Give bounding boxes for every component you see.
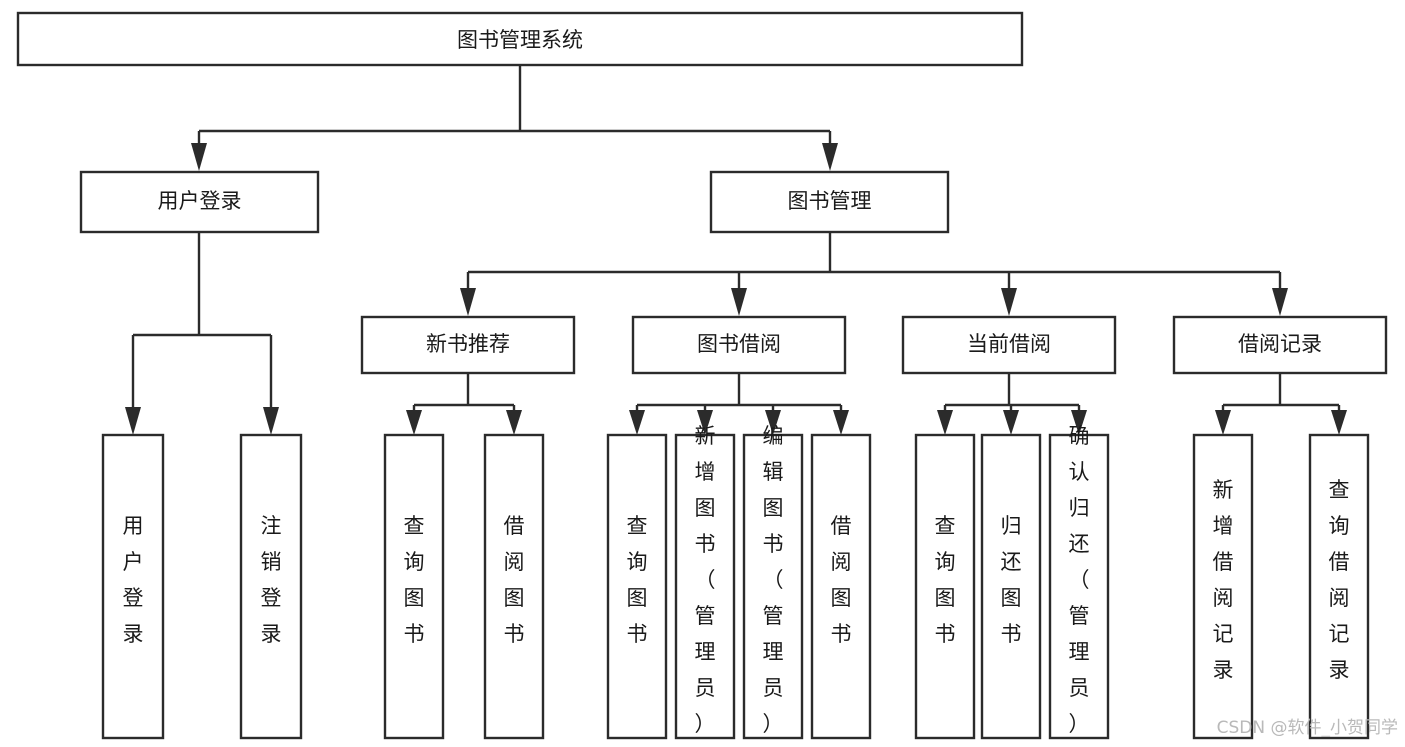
leaf-node-add-record-label: 新增借阅记录 — [1213, 478, 1234, 682]
leaf-node-return-book[interactable]: 归还图书 — [980, 433, 1042, 740]
connector-current-borrow-to-leaves — [937, 373, 1087, 435]
arrow-head-leaf-borrow-book-2 — [833, 410, 849, 435]
arrow-head-borrow-record — [1272, 288, 1288, 316]
leaf-node-query-book-3[interactable]: 查询图书 — [914, 433, 976, 740]
leaf-node-add-record-box[interactable] — [1192, 433, 1254, 740]
leaf-node-user-login[interactable]: 用户登录 — [101, 433, 165, 740]
leaf-node-query-record-label: 查询借阅记录 — [1329, 478, 1350, 682]
node-book-manage-box[interactable] — [709, 170, 950, 234]
arrow-head-leaf-query-book-2 — [629, 410, 645, 435]
csdn-watermark: CSDN @软件_小贺同学 — [1217, 718, 1398, 738]
connector-book-borrow-to-leaves — [629, 373, 849, 435]
node-borrow-record-box[interactable] — [1172, 315, 1388, 375]
leaf-node-confirm-return-box[interactable] — [1048, 433, 1110, 740]
arrow-head-leaf-query-book-1 — [406, 410, 422, 435]
leaf-node-edit-book-box[interactable] — [742, 433, 804, 740]
connector-new-book-recommend-to-leaves — [406, 373, 522, 435]
arrow-head-leaf-edit-book — [765, 410, 781, 435]
leaf-node-borrow-book-2-label: 借阅图书 — [831, 514, 852, 646]
node-root-label: 图书管理系统 — [457, 28, 583, 52]
arrow-head-new-book-recommend — [460, 288, 476, 316]
connector-borrow-record-to-leaves — [1215, 373, 1347, 435]
node-current-borrow-box[interactable] — [901, 315, 1117, 375]
node-user-login-box[interactable] — [79, 170, 320, 234]
leaf-node-query-book-1[interactable]: 查询图书 — [383, 433, 445, 740]
leaf-node-add-record[interactable]: 新增借阅记录 — [1192, 433, 1254, 740]
arrow-head-leaf-confirm-return — [1071, 410, 1087, 435]
leaf-node-query-book-2-label: 查询图书 — [627, 514, 648, 646]
leaf-node-user-logout-label: 注销登录 — [261, 514, 282, 646]
leaf-node-query-record[interactable]: 查询借阅记录 — [1308, 433, 1370, 740]
leaf-node-borrow-book-2-box[interactable] — [810, 433, 872, 740]
node-current-borrow-label: 当前借阅 — [967, 332, 1051, 356]
leaf-node-borrow-book-1-label: 借阅图书 — [504, 514, 525, 646]
connector-root-to-level2 — [191, 65, 838, 171]
arrow-head-leaf-add-record — [1215, 410, 1231, 435]
node-book-borrow[interactable]: 图书借阅 — [631, 315, 847, 375]
leaf-node-user-logout[interactable]: 注销登录 — [239, 433, 303, 740]
node-new-book-recommend-label: 新书推荐 — [426, 332, 510, 356]
node-new-book-recommend-box[interactable] — [360, 315, 576, 375]
leaf-node-edit-book[interactable]: 编辑图书（管理员） — [742, 424, 804, 740]
leaf-node-query-book-3-box[interactable] — [914, 433, 976, 740]
leaf-node-add-book[interactable]: 新增图书（管理员） — [674, 424, 736, 740]
leaf-node-query-book-3-label: 查询图书 — [935, 514, 956, 646]
leaf-node-confirm-return-label: 确认归还（管理员） — [1069, 424, 1090, 736]
arrow-head-user-login — [191, 143, 207, 171]
leaf-node-user-login-label: 用户登录 — [123, 514, 144, 646]
arrow-head-leaf-query-book-3 — [937, 410, 953, 435]
leaf-node-borrow-book-1-box[interactable] — [483, 433, 545, 740]
arrow-head-book-manage — [822, 143, 838, 171]
node-book-borrow-label: 图书借阅 — [697, 332, 781, 356]
arrow-head-leaf-user-login — [125, 407, 141, 435]
arrow-head-leaf-user-logout — [263, 407, 279, 435]
arrow-head-book-borrow — [731, 288, 747, 316]
arrow-head-leaf-return-book — [1003, 410, 1019, 435]
arrow-head-leaf-add-book — [697, 410, 713, 435]
node-user-login-label: 用户登录 — [158, 189, 242, 213]
leaf-node-return-book-box[interactable] — [980, 433, 1042, 740]
connector-book-manage-to-level3 — [460, 232, 1288, 316]
node-current-borrow[interactable]: 当前借阅 — [901, 315, 1117, 375]
node-book-manage-label: 图书管理 — [788, 189, 872, 213]
leaf-node-query-book-1-label: 查询图书 — [404, 514, 425, 646]
leaf-node-query-book-2[interactable]: 查询图书 — [606, 433, 668, 740]
node-root-box[interactable] — [16, 11, 1024, 67]
arrow-head-current-borrow — [1001, 288, 1017, 316]
leaf-node-add-book-label: 新增图书（管理员） — [695, 424, 716, 736]
arrow-head-leaf-borrow-book-1 — [506, 410, 522, 435]
leaf-node-confirm-return[interactable]: 确认归还（管理员） — [1048, 424, 1110, 740]
node-book-manage[interactable]: 图书管理 — [709, 170, 950, 234]
leaf-node-query-book-2-box[interactable] — [606, 433, 668, 740]
leaf-node-user-logout-box[interactable] — [239, 433, 303, 740]
node-user-login[interactable]: 用户登录 — [79, 170, 320, 234]
connector-user-login-to-leaves — [125, 232, 279, 435]
leaf-node-borrow-book-2[interactable]: 借阅图书 — [810, 433, 872, 740]
leaf-node-borrow-book-1[interactable]: 借阅图书 — [483, 433, 545, 740]
node-new-book-recommend[interactable]: 新书推荐 — [360, 315, 576, 375]
leaf-node-query-book-1-box[interactable] — [383, 433, 445, 740]
node-root[interactable]: 图书管理系统 — [16, 11, 1024, 67]
leaf-node-add-book-box[interactable] — [674, 433, 736, 740]
node-borrow-record[interactable]: 借阅记录 — [1172, 315, 1388, 375]
leaf-node-return-book-label: 归还图书 — [1001, 514, 1022, 646]
leaf-node-user-login-box[interactable] — [101, 433, 165, 740]
node-borrow-record-label: 借阅记录 — [1238, 332, 1322, 356]
leaf-node-edit-book-label: 编辑图书（管理员） — [763, 424, 784, 736]
leaf-node-query-record-box[interactable] — [1308, 433, 1370, 740]
node-book-borrow-box[interactable] — [631, 315, 847, 375]
arrow-head-leaf-query-record — [1331, 410, 1347, 435]
